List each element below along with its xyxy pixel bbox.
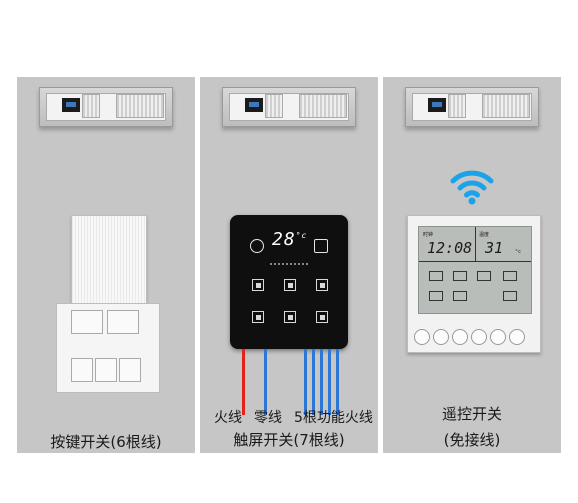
panel-remote-switch: 时钟 温度 12:08 31 °c 遥控开关 (免接线) <box>383 77 561 453</box>
level-indicator <box>270 263 308 265</box>
light-icon <box>284 279 296 291</box>
lcd-mode-icon <box>477 271 491 281</box>
vent-icon <box>284 311 296 323</box>
blow-icon <box>252 311 264 323</box>
panel-key-switch: 按键开关(6根线) <box>17 77 195 453</box>
switch-key <box>119 358 141 382</box>
wire-live <box>242 349 245 415</box>
lcd-temp-unit: °c <box>515 249 522 255</box>
lcd-time-label: 时钟 <box>423 232 434 238</box>
ceiling-heater-unit <box>405 87 539 127</box>
warm-icon <box>316 279 328 291</box>
switch-key <box>71 358 93 382</box>
fan-icon <box>252 279 264 291</box>
switch-base <box>56 303 160 393</box>
power-icon <box>250 239 264 253</box>
switch-key <box>71 310 103 334</box>
ceiling-heater-unit <box>222 87 356 127</box>
ceiling-heater-unit <box>39 87 173 127</box>
remote-button <box>414 329 430 345</box>
wire-function <box>328 349 331 415</box>
key-switch-device <box>56 215 160 393</box>
caption-remote-switch: 遥控开关 <box>441 405 502 423</box>
wire-neutral <box>264 349 267 415</box>
label-function-wires: 5根功能火线 <box>294 410 373 426</box>
lcd-mode-icon <box>429 291 443 301</box>
lcd-mode-icon <box>429 271 443 281</box>
remote-button <box>509 329 525 345</box>
remote-control-device: 时钟 温度 12:08 31 °c <box>407 215 541 353</box>
caption-remote-switch-note: (免接线) <box>443 431 501 449</box>
switch-key <box>95 358 117 382</box>
wire-function <box>320 349 323 415</box>
wifi-signal-icon <box>450 170 494 205</box>
wire-function <box>304 349 307 415</box>
touch-temp-display: 28°c <box>272 229 308 250</box>
lcd-temp-label: 温度 <box>479 232 490 238</box>
caption-touch-switch: 触屏开关(7根线) <box>233 431 345 449</box>
wire-function <box>336 349 339 415</box>
lcd-mode-icon <box>503 291 517 301</box>
remote-lcd: 时钟 温度 12:08 31 °c <box>418 226 532 314</box>
panel-touch-switch: 28°c 火线 零线 5根功能火线 触屏开关(7根线) <box>200 77 378 453</box>
remote-button <box>471 329 487 345</box>
label-live-wire: 火线 <box>214 410 242 426</box>
lcd-temp: 31 <box>485 239 504 257</box>
lcd-mode-icon <box>453 271 467 281</box>
touch-switch-device: 28°c <box>230 215 348 349</box>
switch-key <box>107 310 139 334</box>
remote-button <box>452 329 468 345</box>
remote-button <box>490 329 506 345</box>
remote-button <box>433 329 449 345</box>
dry-icon <box>316 311 328 323</box>
caption-key-switch: 按键开关(6根线) <box>50 433 162 451</box>
wire-function <box>312 349 315 415</box>
lcd-mode-icon <box>503 271 517 281</box>
lcd-time: 12:08 <box>427 239 473 257</box>
switch-flip-cover <box>71 215 147 307</box>
lcd-mode-icon <box>453 291 467 301</box>
heater-icon <box>314 239 328 253</box>
label-neutral-wire: 零线 <box>254 410 282 426</box>
